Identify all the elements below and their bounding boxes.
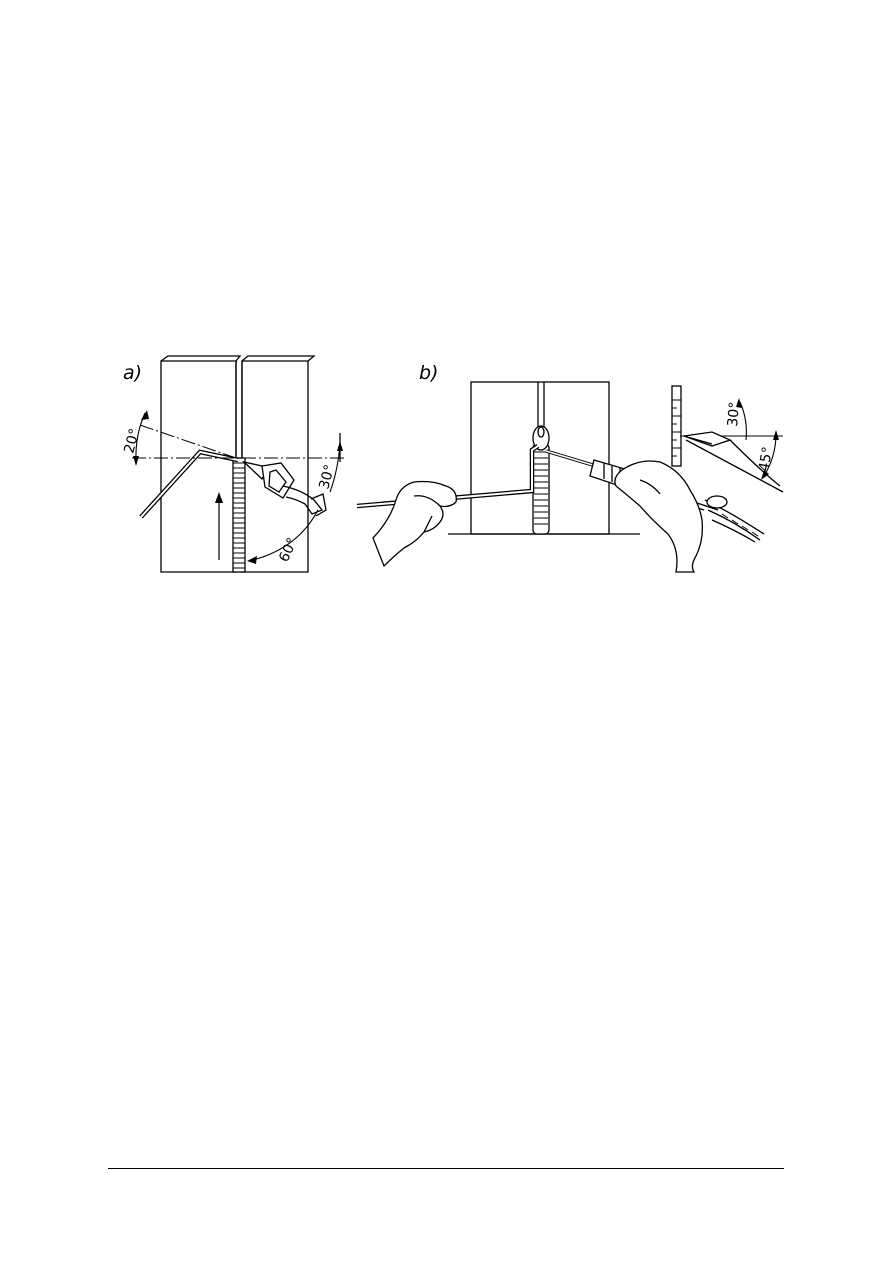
arc-60: [252, 509, 319, 561]
panel-b-drawing: [356, 381, 784, 573]
angle-30-label-a: 30°: [316, 463, 338, 491]
torch-a: [241, 460, 327, 517]
right-hand: [614, 460, 704, 573]
angle-30-label-b: 30°: [725, 401, 743, 427]
side-plate: [671, 385, 682, 467]
panel-a-drawing: [132, 355, 344, 573]
side-torch: [683, 431, 732, 447]
weld-bead: [232, 457, 246, 573]
left-hand: [372, 480, 457, 568]
plate-left: [160, 360, 237, 573]
angle-45-label-b: 45°: [756, 445, 776, 472]
footer-rule: [108, 1168, 784, 1169]
panel-a-label: a): [123, 362, 142, 384]
panel-b-label: b): [419, 362, 438, 384]
hoses: [704, 495, 765, 543]
weld-ripples: [233, 462, 245, 569]
rod-axis: [139, 424, 237, 459]
angle-20-label: 20°: [121, 427, 143, 455]
arc-30-b: [739, 401, 747, 441]
